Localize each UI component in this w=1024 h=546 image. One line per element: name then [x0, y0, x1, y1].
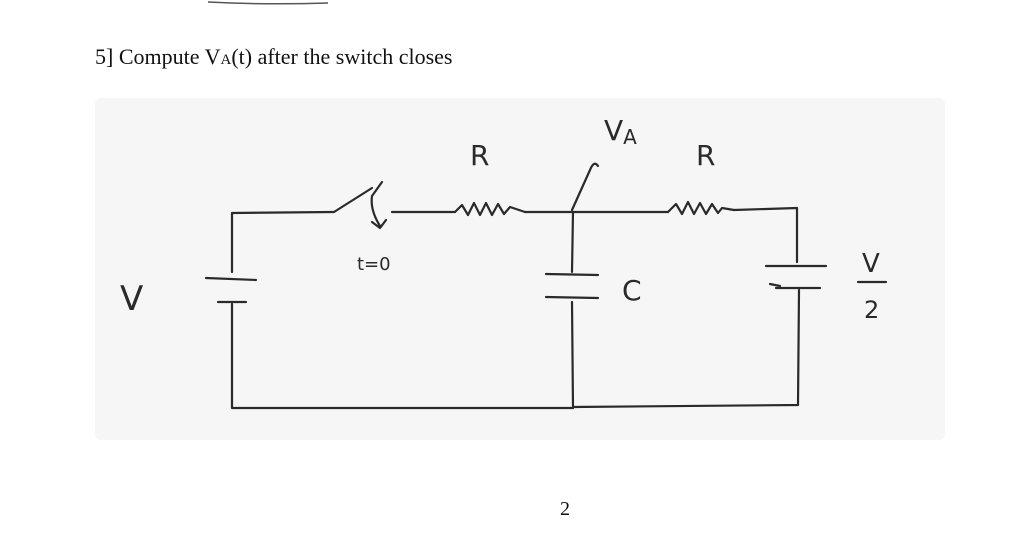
label-node-va-sub: A — [623, 125, 637, 149]
problem-title: 5] Compute VA(t) after the switch closes — [95, 44, 452, 70]
switch-blade — [332, 186, 374, 214]
problem-subscript: A — [220, 52, 232, 68]
battery-right-tick — [768, 282, 782, 288]
label-resistor-right: R — [696, 139, 715, 172]
resistor-left — [453, 201, 527, 217]
switch-pivot-arrow — [370, 180, 388, 230]
page-number: 2 — [560, 498, 570, 520]
label-source-v: V — [120, 279, 143, 319]
label-node-va: VA — [604, 114, 637, 149]
top-edge-scrap — [207, 1, 329, 5]
node-va-probe — [570, 162, 600, 212]
label-source-half-numerator: V — [862, 249, 880, 279]
label-node-va-main: V — [604, 114, 623, 147]
resistor-right — [666, 200, 736, 216]
label-capacitor: C — [622, 274, 642, 307]
label-resistor-left: R — [470, 139, 489, 172]
battery-left-long-plate — [204, 276, 258, 282]
problem-text-after: (t) after the switch closes — [231, 44, 453, 69]
wire-right-resistor-to-corner — [732, 206, 799, 264]
label-switch-time: t=0 — [357, 254, 391, 275]
label-source-half-denominator: 2 — [864, 296, 879, 324]
problem-text-before: Compute V — [118, 44, 221, 69]
wire-right-bottom — [571, 288, 801, 409]
wire-capacitor-to-bottom — [570, 300, 575, 410]
wire-node-to-capacitor — [570, 210, 575, 274]
capacitor-top-plate — [544, 272, 600, 277]
wire-left-top — [230, 210, 336, 274]
capacitor-bottom-plate — [544, 295, 600, 300]
circuit-photo-background — [95, 98, 945, 440]
wire-left-bottom — [230, 302, 575, 410]
problem-number: 5] — [95, 44, 114, 69]
